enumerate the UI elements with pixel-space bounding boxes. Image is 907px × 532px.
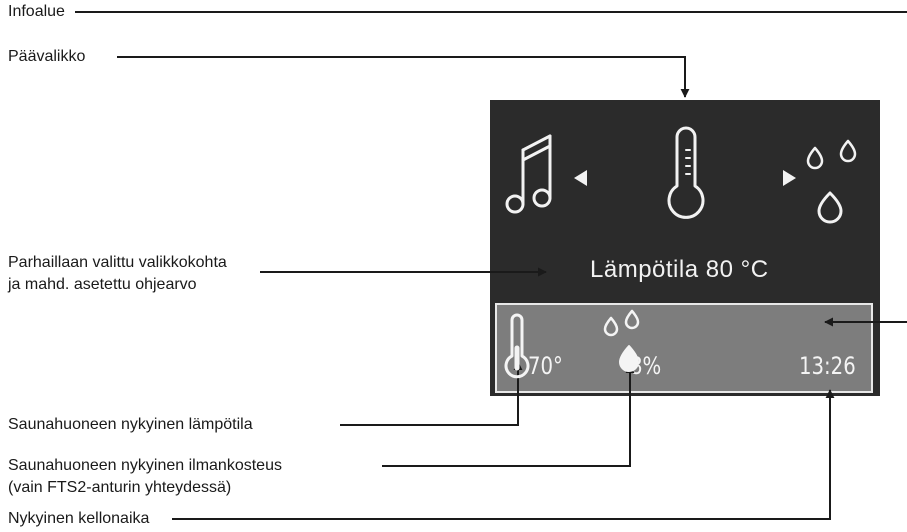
status-time-value: 13:26 [799, 352, 856, 380]
label-room-temperature: Saunahuoneen nykyinen lämpötila [8, 416, 253, 433]
leader-main-menu [117, 56, 690, 98]
label-selected-setpoint: ja mahd. asetettu ohjearvo [8, 276, 197, 293]
menu-item-value: Lämpötila 80 °C [590, 256, 769, 283]
leader-room-humidity [382, 364, 635, 467]
status-temperature-value: 70° [528, 352, 563, 380]
label-current-time: Nykyinen kellonaika [8, 510, 150, 527]
info-status-bar [495, 303, 873, 393]
leader-current-time [172, 389, 835, 520]
droplets-icon [806, 139, 857, 224]
nav-right-icon [783, 170, 796, 186]
label-selected-item: Parhaillaan valittu valikkokohta [8, 254, 227, 271]
status-thermometer-icon [504, 313, 530, 379]
nav-left-icon [574, 170, 587, 186]
label-info-area: Infoalue [8, 3, 65, 20]
thermometer-icon [667, 126, 705, 219]
label-room-humidity-note: (vain FTS2-anturin yhteydessä) [8, 479, 232, 496]
music-note-icon [505, 134, 552, 214]
label-room-humidity: Saunahuoneen nykyinen ilmankosteus [8, 457, 282, 474]
label-main-menu: Päävalikko [8, 48, 86, 65]
leader-room-temperature [340, 361, 523, 426]
status-droplets-icon [603, 309, 640, 372]
